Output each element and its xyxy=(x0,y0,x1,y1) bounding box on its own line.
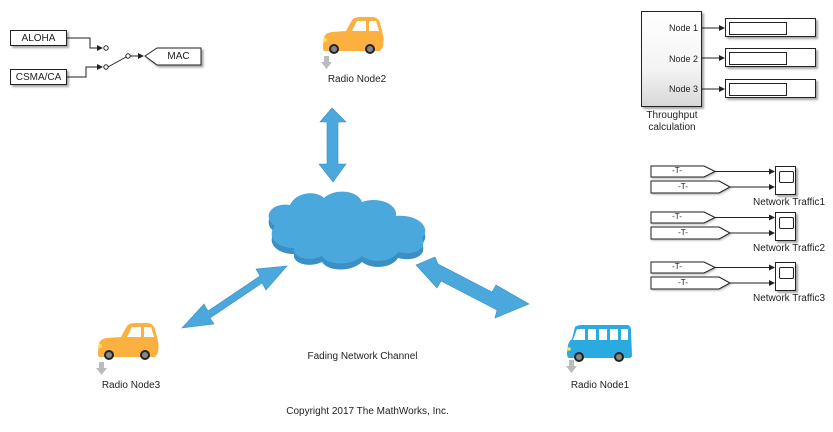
cloud-icon xyxy=(268,191,426,270)
link-arrow-node3 xyxy=(181,265,288,329)
display-value-field xyxy=(729,83,787,96)
network-traffic3-label: Network Traffic3 xyxy=(752,293,826,304)
switch-contact-icon xyxy=(125,53,131,59)
copyright-text: Copyright 2017 The MathWorks, Inc. xyxy=(286,406,449,417)
display-node-2[interactable] xyxy=(725,48,816,67)
display-value-field xyxy=(729,22,787,35)
radio-node1-label: Radio Node1 xyxy=(570,380,630,391)
port-node-2: Node 2 xyxy=(668,54,698,64)
link-arrow-node2 xyxy=(318,107,347,183)
display-node-3[interactable] xyxy=(725,79,816,98)
display-value-field xyxy=(729,52,787,65)
arrowhead-icon xyxy=(97,64,103,70)
mac-goto-block[interactable] xyxy=(144,47,202,66)
network-traffic-lines xyxy=(650,165,775,290)
manual-switch-lever[interactable] xyxy=(107,56,127,68)
car-icon-node2[interactable] xyxy=(323,17,384,54)
car-icon-node3[interactable] xyxy=(98,323,159,360)
switch-contact-icon xyxy=(103,45,109,51)
csma-signal-line xyxy=(67,66,97,78)
link-arrow-node1 xyxy=(415,256,530,319)
port-node-1: Node 1 xyxy=(668,23,698,33)
channel-title: Fading Network Channel xyxy=(307,351,418,362)
scope-network-traffic2[interactable] xyxy=(775,212,796,241)
scope-screen-icon xyxy=(779,217,794,229)
from-tag-label[interactable]: -T- xyxy=(678,278,688,287)
csma-ca-label: CSMA/CA xyxy=(15,71,62,83)
from-tag-label[interactable]: -T- xyxy=(678,228,688,237)
radio-node2-label: Radio Node2 xyxy=(327,74,387,85)
from-tag-label[interactable]: -T- xyxy=(678,182,688,191)
csma-ca-constant-block[interactable]: CSMA/CA xyxy=(10,69,67,85)
scope-network-traffic3[interactable] xyxy=(775,262,796,291)
arrowhead-icon xyxy=(138,53,144,59)
from-tag-label[interactable]: -T- xyxy=(672,166,682,175)
aloha-label: ALOHA xyxy=(21,32,56,44)
throughput-label: Throughput calculation xyxy=(632,110,712,134)
throughput-output-lines xyxy=(702,25,725,92)
aloha-signal-line xyxy=(67,37,97,49)
arrowhead-icon xyxy=(97,45,103,51)
switch-contact-icon xyxy=(103,64,109,70)
from-tag-label[interactable]: -T- xyxy=(672,212,682,221)
down-arrow-icon xyxy=(96,362,107,375)
throughput-calculation-block[interactable]: Node 1 Node 2 Node 3 xyxy=(641,11,702,107)
radio-node3-label: Radio Node3 xyxy=(101,380,161,391)
from-tag-label[interactable]: -T- xyxy=(672,262,682,271)
network-traffic2-label: Network Traffic2 xyxy=(752,243,826,254)
mac-tag-label: MAC xyxy=(167,51,190,62)
throughput-label-line2: calculation xyxy=(648,122,696,133)
scope-screen-icon xyxy=(779,267,794,279)
network-traffic1-label: Network Traffic1 xyxy=(752,197,826,208)
down-arrow-icon xyxy=(321,56,332,69)
scope-network-traffic1[interactable] xyxy=(775,166,796,195)
aloha-constant-block[interactable]: ALOHA xyxy=(10,30,67,46)
throughput-label-line1: Throughput xyxy=(646,110,698,121)
scope-screen-icon xyxy=(779,171,794,183)
bus-icon-node1[interactable] xyxy=(567,325,632,362)
port-node-3: Node 3 xyxy=(668,84,698,94)
down-arrow-icon xyxy=(566,360,577,373)
display-node-1[interactable] xyxy=(725,18,816,37)
